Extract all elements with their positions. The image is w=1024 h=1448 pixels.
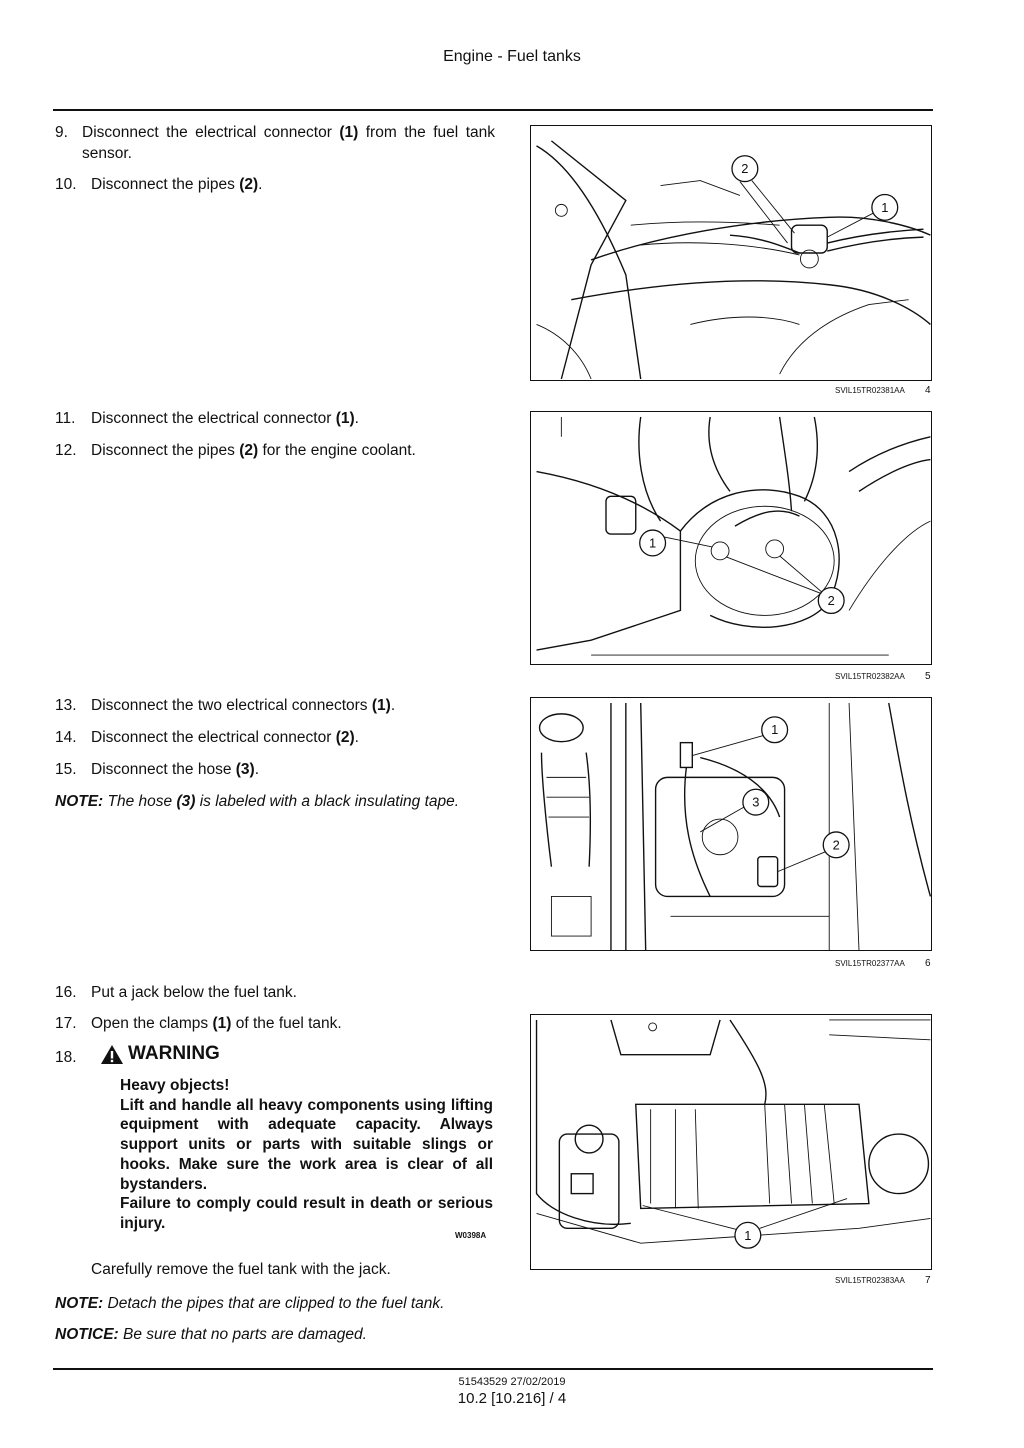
warning-line: Heavy objects! xyxy=(120,1077,230,1094)
figure-7-code: SVIL15TR02383AA xyxy=(835,1276,905,1285)
figure-7-number: 7 xyxy=(925,1275,931,1286)
svg-text:1: 1 xyxy=(771,722,778,737)
footer-rule xyxy=(53,1368,933,1370)
remove-tank-text: Carefully remove the fuel tank with the … xyxy=(91,1261,391,1278)
callout-1: 1 xyxy=(871,193,899,221)
figure-4-fuel-tank-sensor: 2 1 xyxy=(530,125,932,381)
callout-2: 2 xyxy=(822,831,850,859)
step-9: 9. Disconnect the electrical connector (… xyxy=(55,124,495,162)
figure-6-code: SVIL15TR02377AA xyxy=(835,959,905,968)
callout-2: 2 xyxy=(817,586,845,615)
figure-5-coolant-pipes: 1 2 xyxy=(530,411,932,665)
svg-text:2: 2 xyxy=(828,593,835,608)
warning-triangle-icon xyxy=(101,1044,123,1064)
header-rule xyxy=(53,109,933,111)
figure-5-number: 5 xyxy=(925,671,931,682)
warning-heading: WARNING xyxy=(100,1043,220,1065)
footer-page-number: 10.2 [10.216] / 4 xyxy=(457,1390,567,1407)
step-16: 16. Put a jack below the fuel tank. xyxy=(55,984,297,1001)
figure-5-code: SVIL15TR02382AA xyxy=(835,672,905,681)
step-11: 11. Disconnect the electrical connector … xyxy=(55,410,359,427)
step-12: 12. Disconnect the pipes (2) for the eng… xyxy=(55,442,416,459)
note-detach-pipes: NOTE: Detach the pipes that are clipped … xyxy=(55,1295,445,1312)
svg-text:3: 3 xyxy=(752,795,759,810)
callout-1: 1 xyxy=(639,529,667,557)
figure-7-fuel-tank-clamps: 1 xyxy=(530,1014,932,1270)
callout-3: 3 xyxy=(742,788,770,816)
figure-6-number: 6 xyxy=(925,958,931,969)
footer-document-id: 51543529 27/02/2019 xyxy=(458,1376,566,1388)
step-15: 15. Disconnect the hose (3). xyxy=(55,761,260,778)
figure-6-connectors-and-hose: 1 3 2 xyxy=(530,697,932,951)
warning-line: Failure to comply could result in death … xyxy=(120,1195,493,1232)
warning-line: Lift and handle all heavy components usi… xyxy=(120,1096,493,1193)
figure-4-number: 4 xyxy=(925,385,931,396)
svg-text:1: 1 xyxy=(744,1228,751,1243)
svg-text:1: 1 xyxy=(649,535,656,550)
callout-1: 1 xyxy=(761,716,789,744)
figure-4-code: SVIL15TR02381AA xyxy=(835,386,905,395)
svg-text:2: 2 xyxy=(833,837,840,852)
step-13: 13. Disconnect the two electrical connec… xyxy=(55,697,396,714)
warning-body: Heavy objects! Lift and handle all heavy… xyxy=(120,1076,493,1234)
warning-code: W0398A xyxy=(455,1231,487,1240)
step-14: 14. Disconnect the electrical connector … xyxy=(55,729,359,746)
callout-1: 1 xyxy=(734,1221,762,1249)
svg-text:1: 1 xyxy=(881,200,888,215)
svg-text:2: 2 xyxy=(741,161,748,176)
notice-no-damage: NOTICE: Be sure that no parts are damage… xyxy=(55,1326,367,1343)
step-17: 17. Open the clamps (1) of the fuel tank… xyxy=(55,1015,342,1032)
callout-2: 2 xyxy=(731,155,759,183)
page-header-title: Engine - Fuel tanks xyxy=(443,48,581,65)
note-hose-tape: NOTE: The hose (3) is labeled with a bla… xyxy=(55,793,460,810)
step-10: 10. Disconnect the pipes (2). xyxy=(55,176,263,193)
